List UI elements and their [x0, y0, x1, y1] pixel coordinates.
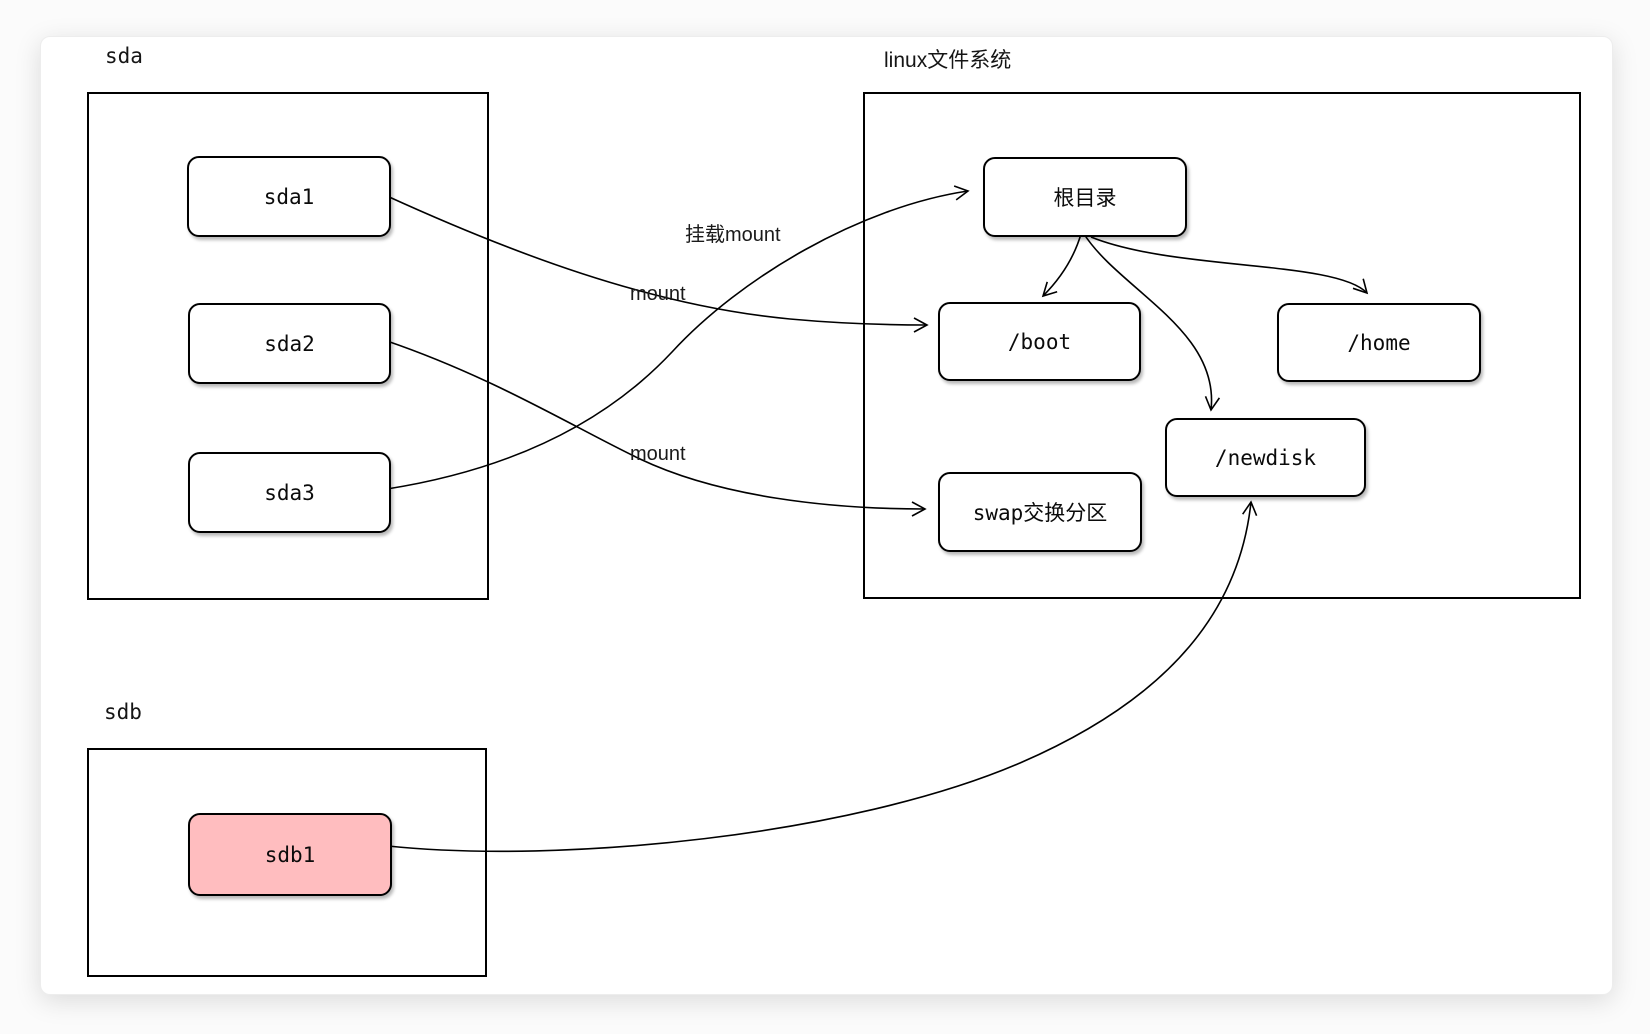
edge-label-mount-boot: mount	[630, 283, 686, 305]
node-home: /home	[1277, 303, 1481, 382]
node-sda2: sda2	[188, 303, 391, 384]
node-sdb1: sdb1	[188, 813, 392, 896]
edge-label-mount-root: 挂载mount	[685, 224, 781, 246]
node-swap-partition: swap交换分区	[938, 472, 1142, 552]
container-sdb	[87, 748, 487, 977]
group-title-linux-filesystem: linux文件系统	[884, 49, 1012, 72]
node-sda3: sda3	[188, 452, 391, 533]
group-title-sda: sda	[105, 44, 143, 68]
edge-label-mount-swap: mount	[630, 443, 686, 465]
group-title-sdb: sdb	[104, 700, 142, 724]
node-root-directory: 根目录	[983, 157, 1187, 237]
node-sda1: sda1	[187, 156, 391, 237]
node-newdisk: /newdisk	[1165, 418, 1366, 497]
node-boot: /boot	[938, 302, 1141, 381]
